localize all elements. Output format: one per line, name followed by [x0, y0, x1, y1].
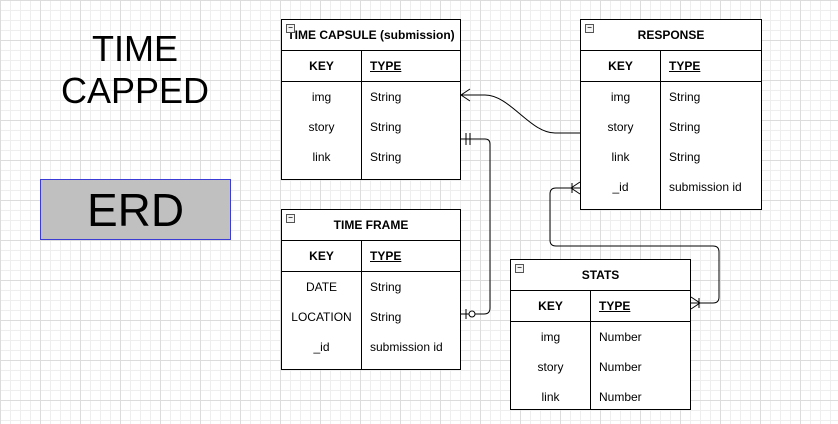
key-cell: img: [540, 330, 561, 344]
key-cell: _id: [612, 180, 629, 194]
type-cell: String: [370, 120, 402, 134]
type-header: TYPE: [362, 51, 460, 82]
collapse-icon[interactable]: −: [515, 264, 524, 273]
key-header: KEY: [282, 241, 361, 272]
entity-stats[interactable]: − STATS KEY img story link TYPE Number N…: [510, 259, 691, 410]
entity-time-capsule[interactable]: − TIME CAPSULE (submission) KEY img stor…: [281, 19, 461, 180]
entity-title: TIME FRAME: [333, 218, 409, 232]
type-cell: String: [370, 280, 402, 294]
type-header: TYPE: [591, 291, 690, 322]
type-cell: String: [370, 90, 402, 104]
diagram-title: TIME CAPPED: [60, 28, 210, 111]
connector-response-stats: [549, 187, 720, 304]
type-cell: Number: [599, 360, 642, 374]
type-cell: String: [370, 150, 402, 164]
entity-time-frame[interactable]: − TIME FRAME KEY DATE LOCATION _id TYPE …: [281, 209, 461, 370]
key-cell: LOCATION: [291, 310, 352, 324]
entity-title: STATS: [581, 268, 620, 282]
type-cell: String: [669, 120, 701, 134]
type-cell: Number: [599, 330, 642, 344]
erd-badge: ERD: [40, 179, 231, 240]
key-cell: DATE: [305, 280, 338, 294]
entity-title: RESPONSE: [637, 28, 705, 42]
key-header: KEY: [511, 291, 590, 322]
connector-capsule-frame: [461, 138, 491, 315]
type-cell: String: [669, 150, 701, 164]
key-cell: link: [611, 150, 630, 164]
connector-capsule-response: [461, 94, 580, 134]
key-cell: story: [308, 120, 335, 134]
type-header: TYPE: [362, 241, 460, 272]
collapse-icon[interactable]: −: [286, 24, 295, 33]
key-cell: link: [541, 390, 560, 404]
collapse-icon[interactable]: −: [286, 214, 295, 223]
type-header: TYPE: [661, 51, 761, 82]
type-cell: String: [669, 90, 701, 104]
collapse-icon[interactable]: −: [585, 24, 594, 33]
crows-foot-icon: [460, 88, 471, 102]
key-cell: link: [312, 150, 331, 164]
type-cell: Number: [599, 390, 642, 404]
zero-circle-icon: [468, 310, 476, 318]
key-header: KEY: [282, 51, 361, 82]
type-cell: submission id: [669, 180, 742, 194]
crows-foot-icon: [690, 296, 701, 310]
key-cell: img: [610, 90, 631, 104]
one-bar-icon: [465, 133, 471, 145]
key-header: KEY: [581, 51, 660, 82]
entity-title: TIME CAPSULE (submission): [287, 28, 455, 42]
crows-foot-icon: [570, 181, 581, 195]
key-cell: _id: [313, 340, 330, 354]
key-cell: img: [311, 90, 332, 104]
entity-response[interactable]: − RESPONSE KEY img story link _id TYPE S…: [580, 19, 762, 210]
type-cell: String: [370, 310, 402, 324]
key-cell: story: [537, 360, 564, 374]
key-cell: story: [607, 120, 634, 134]
type-cell: submission id: [370, 340, 443, 354]
